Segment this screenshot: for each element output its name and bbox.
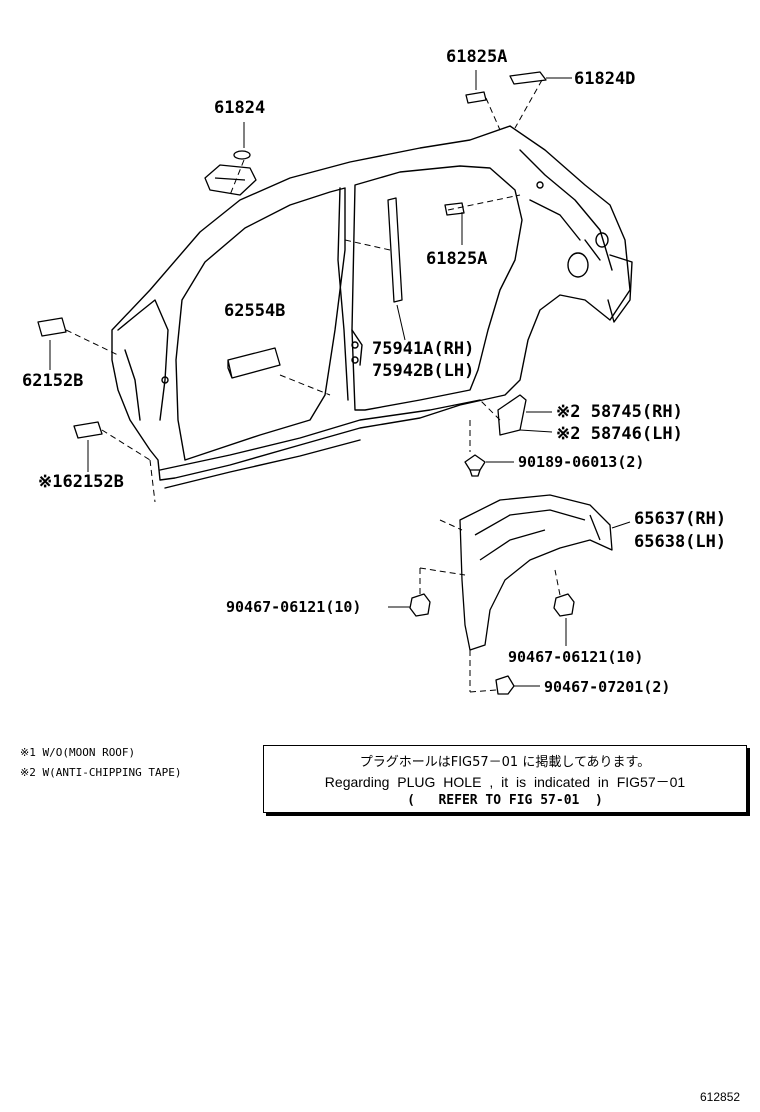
label-75942B: 75942B(LH): [372, 361, 474, 381]
figure-number: 612852: [700, 1090, 741, 1104]
note-2: ※2 W(ANTI-CHIPPING TAPE): [20, 766, 182, 779]
reference-box: プラグホールはFIG57－01 に掲載してあります。 Regarding PLU…: [263, 745, 747, 813]
part-61825A-top: [465, 91, 487, 104]
label-62152B-note1: ※162152B: [38, 472, 124, 492]
part-61825A-mid: [444, 202, 465, 216]
label-90189: 90189-06013(2): [518, 453, 644, 471]
clip-90467-left: [409, 593, 431, 617]
clip-90467-right: [553, 593, 575, 617]
label-62554B: 62554B: [224, 301, 285, 321]
part-62152B-note1: [73, 421, 103, 439]
part-61824D: [509, 71, 547, 85]
fuel-door: [567, 252, 589, 278]
label-65638: 65638(LH): [634, 532, 726, 552]
rear-door-opening: [351, 165, 523, 411]
label-90467-left: 90467-06121(10): [226, 598, 361, 616]
part-62152B: [37, 317, 67, 337]
b-pillar: [337, 187, 363, 401]
reference-line-en: Regarding PLUG HOLE , it is indicated in…: [324, 774, 686, 790]
rocker-panel: [159, 399, 481, 489]
reference-line-refer: ( REFER TO FIG 57-01 ): [407, 793, 603, 808]
part-65637-liner: [459, 494, 613, 651]
label-65637: 65637(RH): [634, 509, 726, 529]
part-61824: [233, 150, 251, 160]
label-90467-bottom: 90467-07201(2): [544, 678, 670, 696]
front-door-opening: [175, 187, 346, 461]
label-90467-right: 90467-06121(10): [508, 648, 643, 666]
body-side-panel: [111, 125, 631, 481]
label-61824: 61824: [214, 98, 265, 118]
label-62152B: 62152B: [22, 371, 83, 391]
note-1: ※1 W/O(MOON ROOF): [20, 746, 135, 759]
a-pillar: [117, 299, 169, 421]
label-75941A: 75941A(RH): [372, 339, 474, 359]
label-61825A-mid: 61825A: [426, 249, 487, 269]
part-62554B: [227, 347, 281, 379]
bracket-61824: [204, 164, 257, 196]
part-75941A: [387, 197, 403, 303]
label-61824D: 61824D: [574, 69, 635, 89]
label-58746: ※2 58746(LH): [556, 424, 683, 444]
part-58745: [497, 394, 527, 436]
label-58745: ※2 58745(RH): [556, 402, 683, 422]
clip-90467-bottom: [495, 675, 515, 695]
rear-quarter: [519, 149, 613, 271]
clip-90189: [464, 454, 486, 477]
label-61825A-top: 61825A: [446, 47, 507, 67]
reference-line-jp: プラグホールはFIG57－01 に掲載してあります。: [359, 755, 651, 770]
